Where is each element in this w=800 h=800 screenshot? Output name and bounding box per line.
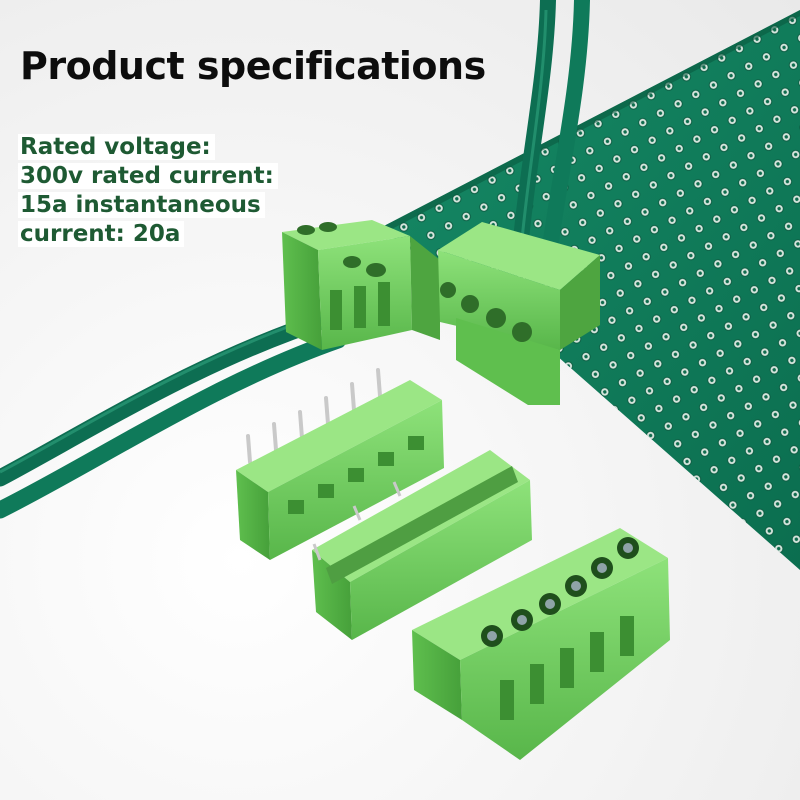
spec-list: Rated voltage: 300v rated current: 15a i… [18, 133, 278, 249]
pin-header-6pin-middle [312, 450, 532, 640]
vertical-wires [512, 0, 590, 270]
spec-line: current: 20a [18, 220, 278, 249]
horizontal-wires [0, 309, 347, 519]
spec-line: Rated voltage: [18, 133, 278, 162]
page-title: Product specifications [20, 44, 486, 88]
spec-line: 300v rated current: [18, 162, 278, 191]
pin-header-6pin-top [236, 368, 444, 560]
plug-connector-6pin-bottom [412, 528, 670, 760]
spec-line: 15a instantaneous [18, 191, 278, 220]
plug-connector-4pin-right [438, 222, 600, 405]
plug-connector-4pin-left [282, 220, 440, 350]
